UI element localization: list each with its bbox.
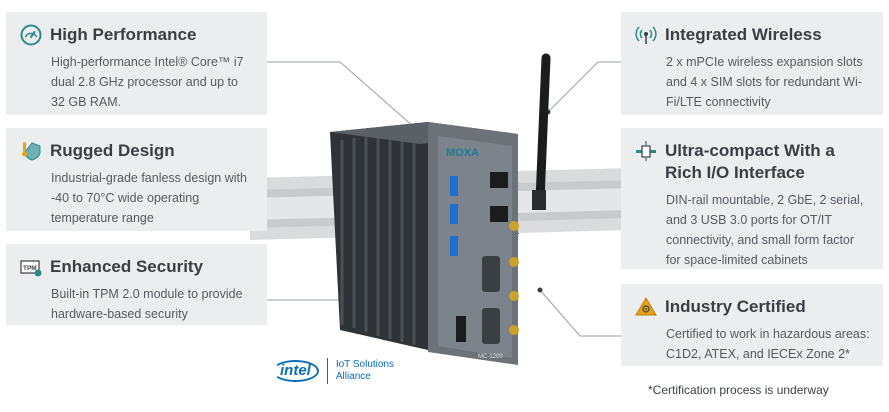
wireless-antenna-icon — [635, 24, 657, 46]
shield-temperature-icon — [20, 140, 42, 162]
feature-card-integrated-wireless: Integrated Wireless 2 x mPCIe wireless e… — [621, 12, 883, 115]
card-description: Certified to work in hazardous areas: C1… — [666, 327, 870, 361]
device-model: MC-1200 — [478, 354, 503, 360]
card-title: Industry Certified — [665, 297, 806, 316]
card-description: 2 x mPCIe wireless expansion slots and 4… — [666, 55, 863, 109]
alliance-text: IoT Solutions Alliance — [336, 359, 394, 383]
speedometer-icon — [20, 24, 42, 46]
card-description: Built-in TPM 2.0 module to provide hardw… — [51, 287, 243, 321]
hazard-warning-icon — [635, 296, 657, 318]
feature-card-ultra-compact: Ultra-compact With a Rich I/O Interface … — [621, 128, 883, 269]
card-title: Ultra-compact With a Rich I/O Interface — [665, 141, 835, 182]
tpm-chip-label: TPM — [23, 265, 37, 272]
intel-wordmark: intel — [272, 360, 319, 382]
card-title: Enhanced Security — [50, 257, 204, 276]
card-title: High Performance — [50, 25, 197, 44]
intel-iot-alliance-logo: intel IoT Solutions Alliance — [272, 358, 394, 384]
feature-card-enhanced-security: TPM Enhanced Security Built-in TPM 2.0 m… — [6, 244, 267, 325]
alliance-line-2: Alliance — [335, 371, 371, 382]
card-title: Integrated Wireless — [665, 25, 822, 44]
card-description: DIN-rail mountable, 2 GbE, 2 serial, and… — [666, 193, 864, 267]
card-description: High-performance Intel® Core™ i7 dual 2.… — [51, 55, 244, 109]
card-description: Industrial-grade fanless design with -40… — [51, 171, 247, 225]
antenna — [535, 53, 551, 205]
feature-card-high-performance: High Performance High-performance Intel®… — [6, 12, 267, 115]
tpm-chip-icon: TPM — [20, 256, 42, 278]
certification-footnote: *Certification process is underway — [648, 383, 829, 397]
feature-card-industry-certified: Industry Certified Certified to work in … — [621, 284, 883, 366]
card-title: Rugged Design — [50, 141, 175, 160]
din-rail-icon — [635, 140, 657, 162]
logo-divider — [326, 358, 328, 384]
device-brand: MOXA — [446, 147, 479, 159]
alliance-line-1: IoT Solutions — [335, 359, 395, 370]
device-illustration: MOXA MC-1200 — [250, 40, 630, 375]
feature-card-rugged-design: Rugged Design Industrial-grade fanless d… — [6, 128, 267, 231]
device-graphic: MOXA MC-1200 — [250, 53, 630, 365]
